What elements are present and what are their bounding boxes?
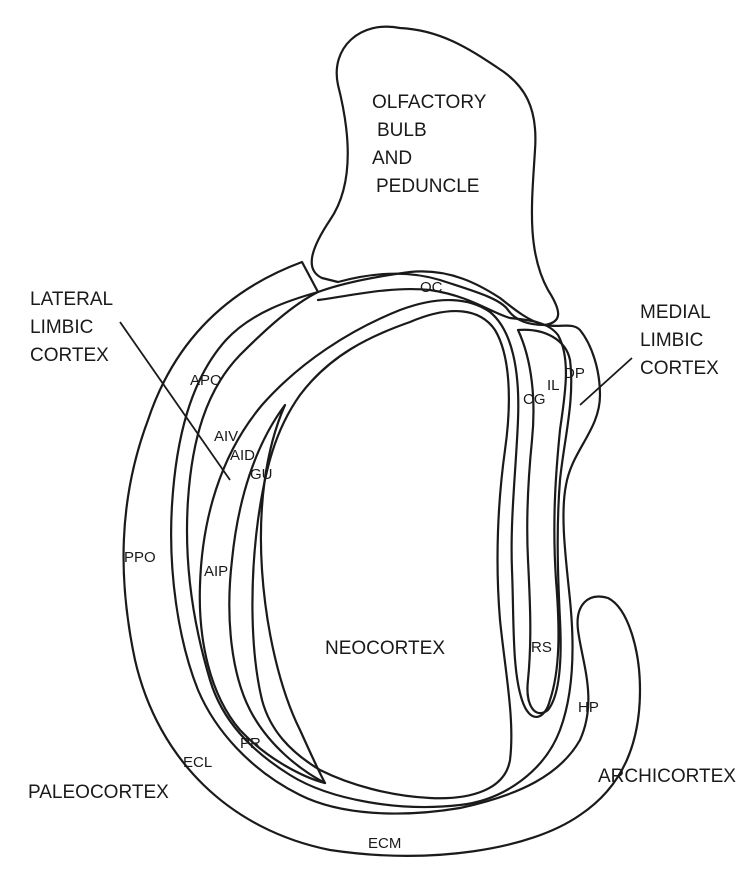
lateral-limbic-label-line2: LIMBIC <box>30 317 93 338</box>
neocortex-outer-outline <box>198 287 568 785</box>
medial-limbic-label-line2: LIMBIC <box>640 330 703 351</box>
dp-label: DP <box>564 365 585 382</box>
ppo-label: PPO <box>124 549 156 566</box>
aid-label: AID <box>230 447 255 464</box>
archicortex-label: ARCHICORTEX <box>598 766 736 787</box>
gu-label: GU <box>250 466 273 483</box>
medial-limbic-leader <box>579 357 633 406</box>
rs-outline <box>516 328 573 715</box>
aip-label: AIP <box>204 563 228 580</box>
olfactory-bulb-outline <box>310 25 560 327</box>
oc-label: OC <box>420 279 443 296</box>
olfactory-label-line3: AND <box>372 148 412 169</box>
neocortex-label: NEOCORTEX <box>325 638 445 659</box>
lateral-limbic-label-line3: CORTEX <box>30 345 109 366</box>
ecl-label: ECL <box>183 754 212 771</box>
apo-label: APO <box>190 372 222 389</box>
medial-limbic-label-line3: CORTEX <box>640 358 719 379</box>
paleocortex-label: PALEOCORTEX <box>28 782 169 803</box>
hp-label: HP <box>578 699 599 716</box>
rs-label: RS <box>531 639 552 656</box>
medial-limbic-label-line1: MEDIAL <box>640 302 711 323</box>
olfactory-label-line1: OLFACTORY <box>372 92 487 113</box>
cg-label: CG <box>523 391 546 408</box>
lateral-limbic-leader <box>119 321 231 481</box>
olfactory-label-line2: BULB <box>377 120 427 141</box>
neocortex-outline <box>251 310 513 800</box>
pr-label: PR <box>240 735 261 752</box>
lateral-limbic-outline <box>185 270 602 809</box>
lateral-limbic-label-line1: LATERAL <box>30 289 113 310</box>
olfactory-label-line4: PEDUNCLE <box>376 176 479 197</box>
il-label: IL <box>547 377 560 394</box>
ecm-label: ECM <box>368 835 401 852</box>
aiv-label: AIV <box>214 428 238 445</box>
pr-strip-outline <box>228 403 327 785</box>
outer-cortex-outline <box>122 260 642 857</box>
